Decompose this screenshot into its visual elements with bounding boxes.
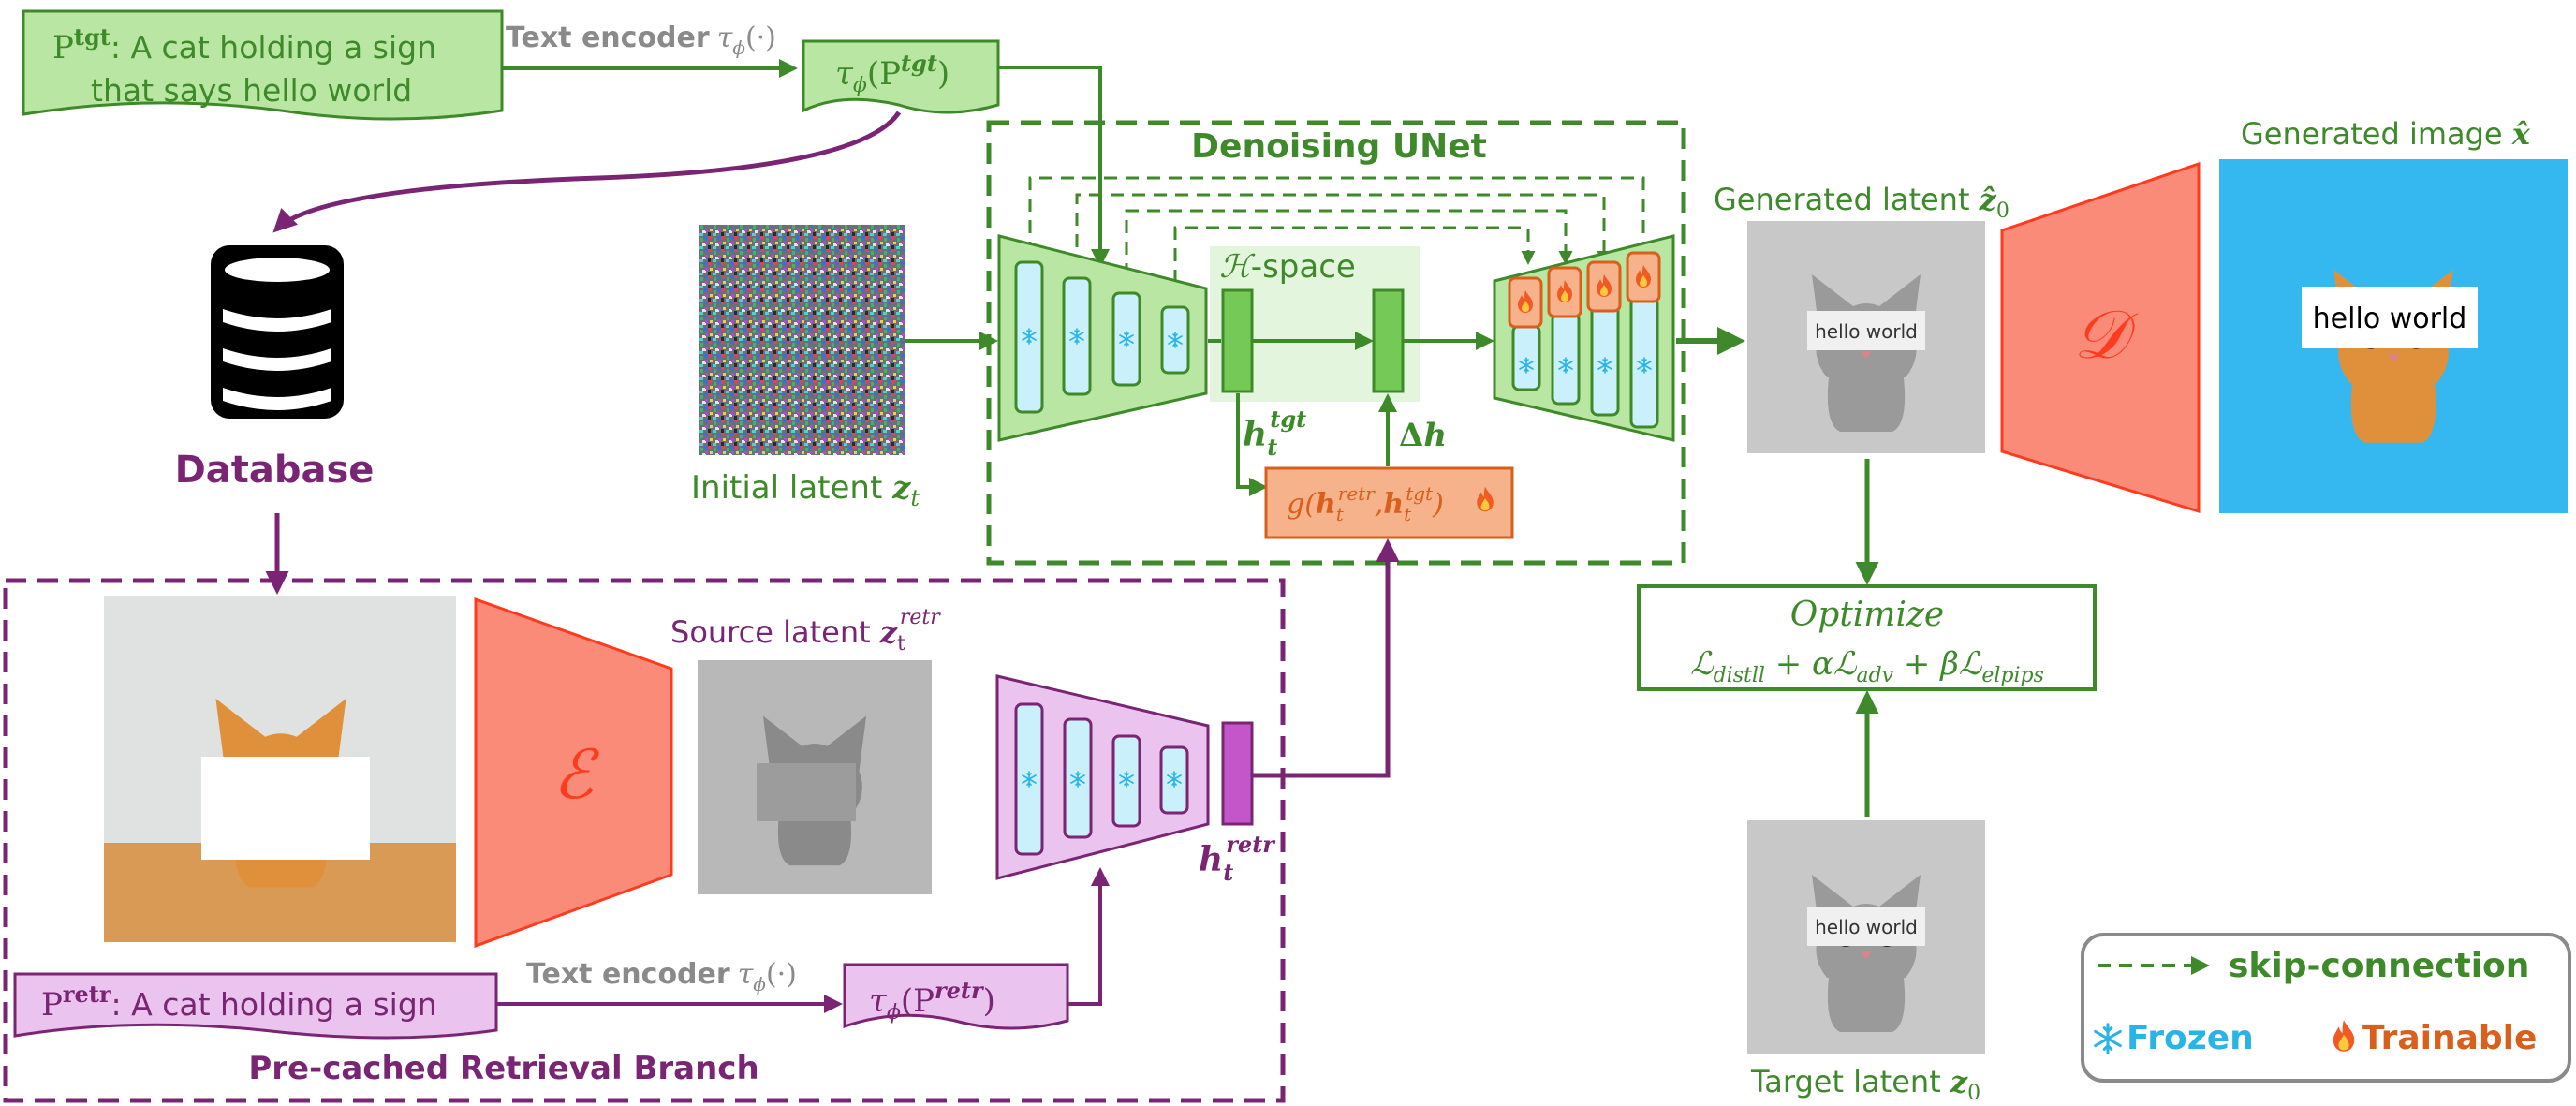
generated-sign-text: hello world bbox=[1815, 320, 1918, 343]
svg-text:τϕ(Pretr): τϕ(Pretr) bbox=[869, 977, 995, 1025]
tau-target-to-unet-arrow bbox=[998, 66, 1110, 268]
unet-title: Denoising UNet bbox=[1191, 127, 1487, 166]
vae-decoder bbox=[2000, 161, 2201, 514]
h-retr-to-g-arrow bbox=[1253, 538, 1400, 778]
retrieval-unet-encoder bbox=[995, 674, 1210, 880]
h-retr-block bbox=[1221, 721, 1254, 826]
target-latent-label: Target latent z0 bbox=[1750, 1064, 1980, 1105]
initial-latent-image bbox=[699, 225, 905, 455]
source-latent-image bbox=[698, 660, 932, 894]
g-mapping-label: g(htretr,httgt) bbox=[1287, 482, 1444, 525]
tau-target-box: τϕ(Ptgt) bbox=[802, 39, 1000, 114]
vae-encoder bbox=[474, 597, 673, 949]
h-modified-block bbox=[1372, 288, 1405, 393]
tau-retrieval-to-unet-arrow bbox=[1067, 867, 1110, 1006]
h-tgt-to-g-arrow bbox=[1236, 393, 1268, 496]
retrieval-prompt: Pretr: A cat holding a sign bbox=[13, 972, 498, 1040]
source-latent-label: Source latent ztretr bbox=[670, 606, 941, 656]
retrieval-frozen-layers bbox=[1014, 702, 1189, 856]
query-database-arrow bbox=[272, 111, 902, 233]
optimize-box bbox=[1637, 584, 2097, 691]
optimize-title: Optimize bbox=[1790, 596, 1944, 634]
target-prompt-line2: that says hello world bbox=[91, 72, 412, 109]
svg-text:τϕ(Ptgt): τϕ(Ptgt) bbox=[835, 50, 949, 97]
legend-frozen: Frozen bbox=[2127, 1019, 2254, 1057]
target-prompt-line1: : A cat holding a sign bbox=[110, 29, 436, 66]
tau-retrieval-box: τϕ(Pretr) bbox=[843, 963, 1069, 1030]
unet-encoder-frozen-layers bbox=[1014, 260, 1190, 414]
target-prompt: Ptgt: A cat holding a sign that says hel… bbox=[22, 9, 504, 121]
initial-latent-label: Initial latent zt bbox=[691, 469, 920, 511]
retrieval-branch-container bbox=[3, 578, 1286, 1103]
retrieval-prompt-text: : A cat holding a sign bbox=[111, 986, 437, 1023]
generated-image: hello world bbox=[2219, 159, 2568, 513]
encoder-symbol: ℰ bbox=[552, 735, 599, 814]
svg-text:Ptgt: A cat holding a sign: Ptgt: A cat holding a sign bbox=[52, 23, 436, 66]
database-label: Database bbox=[175, 449, 375, 492]
legend-skip-connection: skip-connection bbox=[2229, 947, 2529, 985]
database-icon bbox=[211, 245, 344, 419]
target-latent-image: hello world bbox=[1747, 820, 1985, 1054]
h-tgt-block bbox=[1221, 288, 1254, 393]
skip-connections bbox=[1028, 176, 1651, 304]
generated-latent-label: Generated latent ẑ0 bbox=[1714, 182, 2009, 223]
h-tgt-label: httgt bbox=[1243, 406, 1306, 461]
unet-encoder-block bbox=[997, 234, 1208, 442]
target-sign-text: hello world bbox=[1815, 916, 1918, 938]
retrieval-prompt-sup: retr bbox=[63, 981, 111, 1008]
target-prompt-sup: tgt bbox=[74, 23, 110, 51]
retrieved-image bbox=[104, 596, 456, 942]
delta-h-label: Δh bbox=[1399, 417, 1447, 454]
generated-image-label: Generated image x̂ bbox=[2241, 116, 2531, 152]
h-space-label: ℋ-space bbox=[1219, 248, 1356, 286]
legend-trainable: Trainable bbox=[2362, 1019, 2537, 1057]
generated-image-sign-text: hello world bbox=[2313, 302, 2467, 335]
h-retr-label: htretr bbox=[1199, 831, 1276, 886]
svg-text:Pretr: A cat holding a sign: Pretr: A cat holding a sign bbox=[41, 981, 437, 1024]
retrieval-branch-title: Pre-cached Retrieval Branch bbox=[248, 1050, 758, 1087]
unet-decoder-layers bbox=[1508, 251, 1661, 429]
g-mapping-box bbox=[1264, 466, 1514, 539]
generated-latent-image: hello world bbox=[1747, 221, 1985, 453]
